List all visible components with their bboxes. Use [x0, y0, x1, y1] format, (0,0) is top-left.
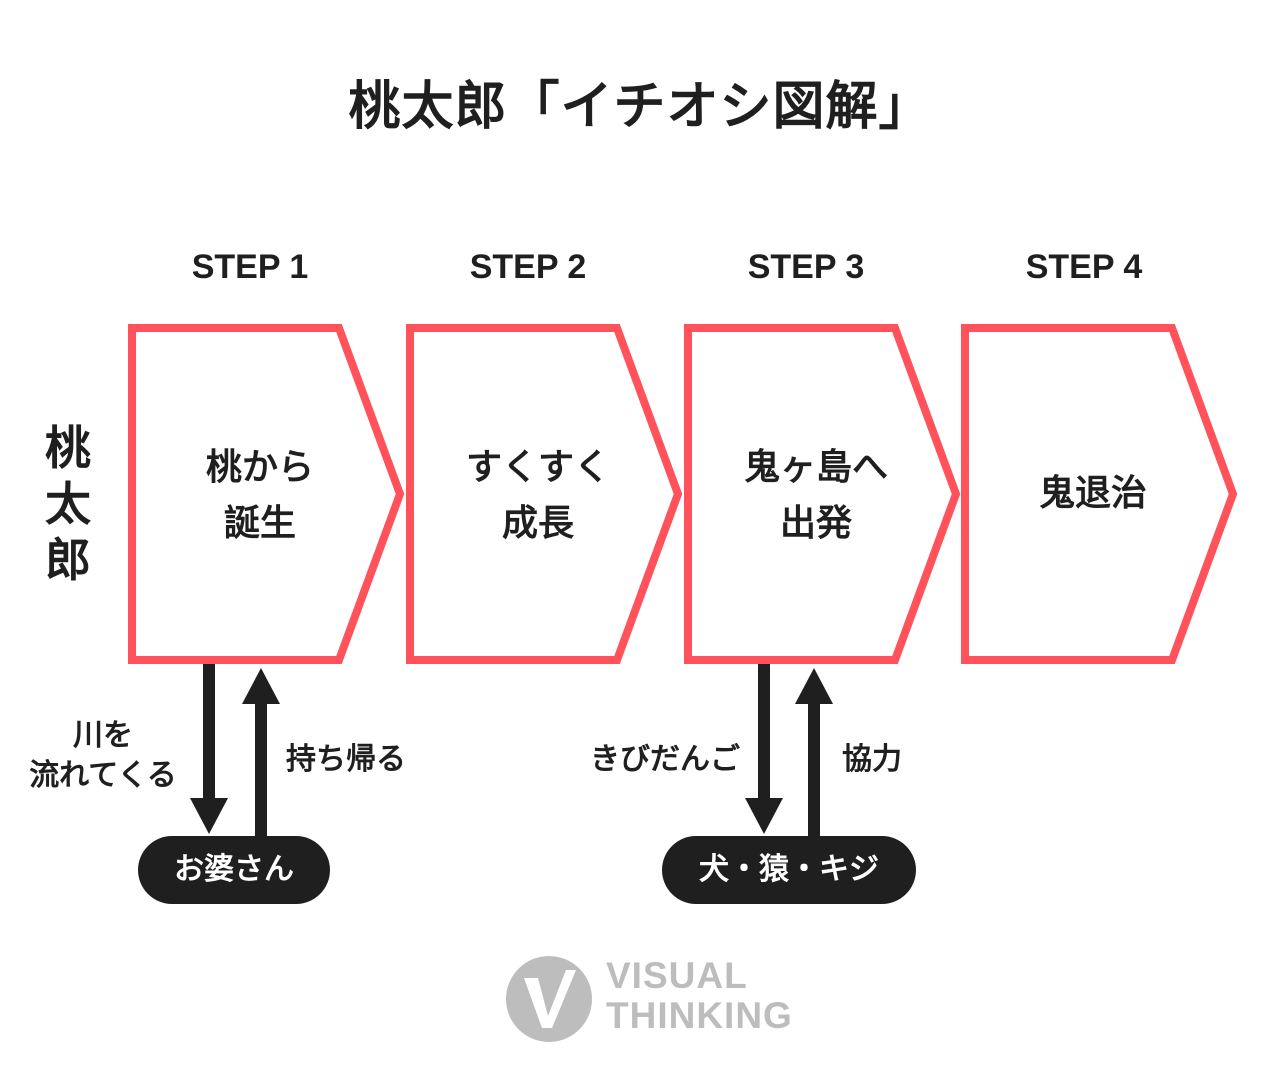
up-arrow-shaft	[255, 702, 267, 838]
down-arrow-head	[190, 798, 228, 834]
visual-thinking-logo-icon	[506, 956, 592, 1042]
arrow-label-cooperation: 協力	[842, 742, 902, 777]
logo-line-1: VISUAL	[606, 955, 748, 996]
pill-grandmother: お婆さん	[138, 836, 330, 904]
pill-companions: 犬・猿・キジ	[662, 836, 916, 904]
step-4-text: 鬼退治	[1038, 473, 1147, 514]
side-label-char: 郎	[45, 533, 91, 587]
down-arrow-head	[745, 798, 783, 834]
arrow-label-kibidango: きびだんご	[590, 742, 740, 777]
step-4-chevron	[961, 324, 1238, 664]
side-label-char: 桃	[45, 421, 91, 475]
step-1-label: STEP 1	[191, 248, 309, 286]
arrow-label-bring-home: 持ち帰る	[286, 742, 406, 777]
side-label-momotaro: 桃 太 郎	[28, 420, 108, 588]
logo-wordmark: VISUAL THINKING	[606, 956, 793, 1036]
step-2-label: STEP 2	[469, 248, 587, 286]
step-3-label: STEP 3	[747, 248, 865, 286]
logo-line-2: THINKING	[606, 995, 793, 1036]
step-2-chevron	[406, 324, 683, 664]
step-1-chevron	[128, 324, 405, 664]
page-title: 桃太郎「イチオシ図解」	[348, 77, 932, 137]
step-3-chevron	[684, 324, 961, 664]
step-4-label: STEP 4	[1025, 248, 1143, 286]
up-arrow-head	[795, 668, 833, 704]
step-1-text: 桃から 誕生	[205, 447, 314, 544]
step-2-text: すくすく 成長	[465, 447, 610, 544]
arrow-label-flow-down: 川を 流れてくる	[29, 718, 177, 793]
up-arrow-head	[242, 668, 280, 704]
up-arrow-shaft	[808, 702, 820, 838]
side-label-char: 太	[45, 477, 91, 531]
down-arrow-shaft	[203, 664, 215, 800]
down-arrow-shaft	[758, 664, 770, 800]
step-3-text: 鬼ヶ島へ 出発	[743, 447, 888, 544]
